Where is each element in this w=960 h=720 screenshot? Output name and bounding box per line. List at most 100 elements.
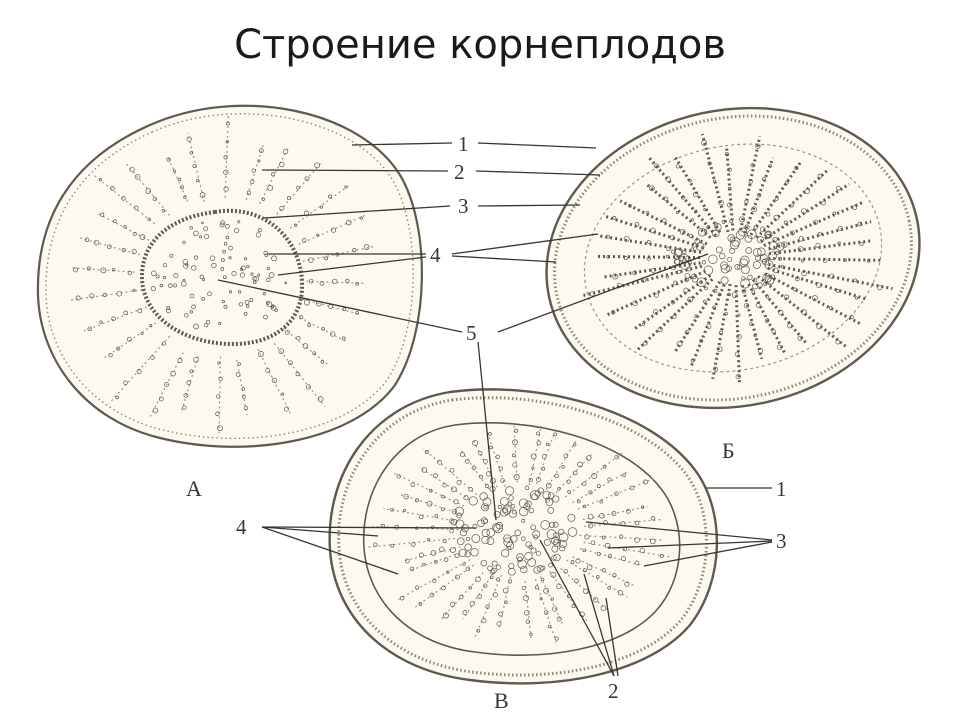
parenchyma-cell [516,553,524,561]
leader-1-a [351,142,453,146]
vessel-cell [186,380,192,385]
vessel-cell [624,581,630,587]
parenchyma-cell [754,254,762,261]
vessel-cell [328,194,332,199]
vessel-cell [853,278,857,283]
vascular-ray [498,576,511,630]
parenchyma-cell [542,490,551,500]
parenchyma-cell [493,510,501,518]
vessel-cell [561,464,565,469]
vessel-cell [547,624,552,629]
vessel-cell [246,190,251,195]
vascular-ray [603,261,701,279]
vessel-cell [75,295,81,301]
vessel-cell [496,577,500,582]
vascular-ray [577,478,654,510]
vessel-cell [563,568,569,574]
vessel-cell [258,351,264,357]
vessel-cell [521,585,526,591]
vessel-cell [778,309,784,316]
vessel-cell [421,466,428,473]
vessel-cell [116,290,123,297]
vessel-cell [536,440,542,446]
vessel-cell [305,384,311,390]
parenchyma-cell [459,529,467,537]
parenchyma-cell [250,272,254,276]
parenchyma-cell [240,265,246,271]
vessel-cell [686,266,692,272]
vessel-cell [751,290,756,294]
parenchyma-cell [225,235,230,240]
vessel-cell [727,292,731,297]
vessel-cell [601,535,606,540]
vessel-cell [390,543,395,548]
vessel-cell [456,480,462,486]
parenchyma-cell [553,538,561,547]
vascular-ray [572,556,635,587]
vessel-cell [528,477,533,483]
vessel-cell [575,558,581,564]
callout-3-c: 3 [776,529,787,553]
leader-4-b-1 [451,233,599,255]
vessel-cell [102,293,107,297]
parenchyma-cell [221,258,225,262]
vessel-cell [177,177,182,182]
parenchyma-cell [510,535,518,543]
vessel-cell [468,487,473,492]
vessel-cell [750,163,755,168]
vessel-cell [771,329,776,334]
vessel-cell [694,314,698,318]
vessel-cell [712,305,716,310]
parenchyma-cell [559,545,566,552]
vessel-cell [464,458,470,464]
vessel-cell [539,597,543,601]
parenchyma-cell [220,267,225,271]
vessel-cell [629,485,635,491]
leader-3-c-1 [585,521,773,541]
vessel-cell [573,443,577,447]
vessel-cell [139,234,146,240]
vessel-cell [540,577,545,582]
vessel-cell [672,314,677,319]
vessel-cell [113,219,117,224]
vessel-cell [241,387,245,391]
vessel-cell [355,282,359,286]
vessel-cell [694,209,698,214]
vessel-cell [278,161,285,168]
vessel-cell [182,405,187,410]
vessel-cell [703,299,707,304]
vessel-cell [657,326,663,332]
parenchyma-cell [715,246,723,254]
vessel-cell [451,508,458,515]
vessel-cell [743,302,750,309]
vessel-cell [687,296,694,303]
vessel-cell [150,355,155,360]
vessel-cell [319,205,324,209]
vessel-cell [552,606,558,612]
vessel-cell [665,254,670,259]
parenchyma-cell [558,528,565,535]
parenchyma-cell [691,276,699,283]
vessel-cell [110,186,115,191]
vessel-cell [843,258,847,262]
vessel-cell [127,270,132,276]
parenchyma-cell [223,242,228,246]
parenchyma-cell [781,241,788,248]
vessel-cell [286,196,292,201]
parenchyma-cell [193,230,199,237]
vascular-ray [751,278,808,345]
parenchyma-cell [688,233,694,239]
section-a [36,104,423,448]
vascular-ray [743,157,775,234]
parenchyma-cell [201,221,204,225]
vessel-cell [440,507,445,512]
leader-1-b [477,142,597,149]
parenchyma-cell [225,224,230,229]
vessel-cell [706,323,712,329]
parenchyma-cell [495,564,501,570]
vessel-cell [546,442,550,447]
parenchyma-cell [508,509,518,518]
vascular-ray [645,183,712,239]
vessel-cell [724,151,730,157]
vessel-cell [818,231,822,236]
